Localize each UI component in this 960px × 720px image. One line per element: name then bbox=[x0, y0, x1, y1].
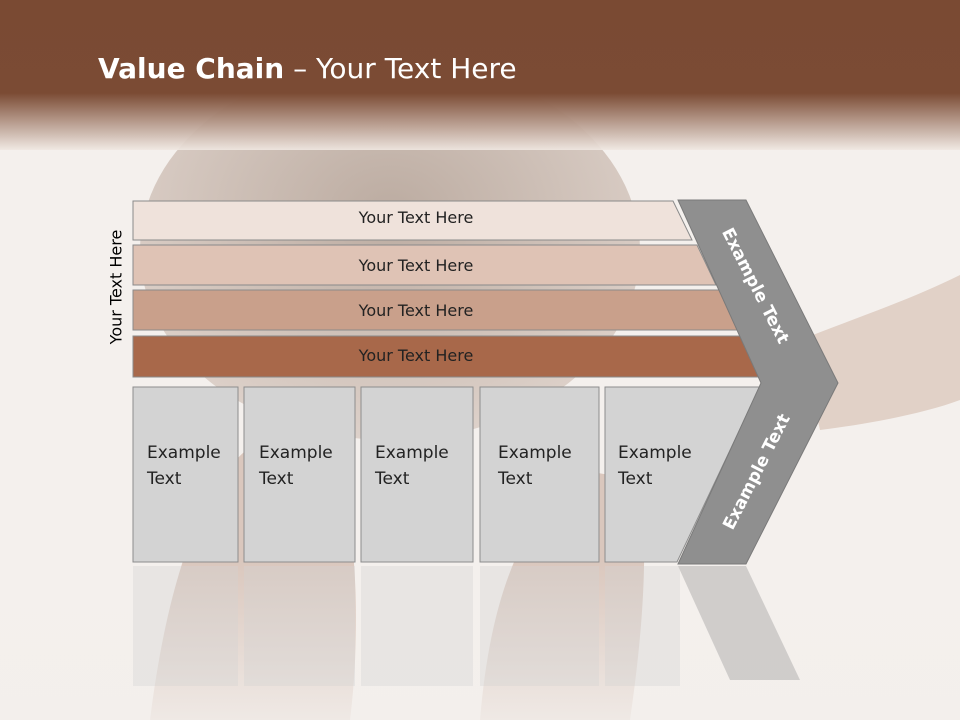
column-label-2: Example Text bbox=[259, 443, 333, 489]
bar-label-3: Your Text Here bbox=[358, 301, 474, 320]
page-title: Value Chain – Your Text Here bbox=[98, 52, 517, 85]
column-box-4 bbox=[479, 386, 600, 563]
chevron bbox=[677, 199, 839, 565]
title-bold: Value Chain bbox=[98, 52, 285, 85]
header-band bbox=[0, 0, 960, 150]
column-label-5: Example Text bbox=[618, 443, 692, 489]
column-label-3: Example Text bbox=[375, 443, 449, 489]
bar-label-4: Your Text Here bbox=[358, 346, 474, 365]
column-label-4: Example Text bbox=[498, 443, 572, 489]
title-rest: – Your Text Here bbox=[284, 52, 517, 85]
column-box-3 bbox=[360, 386, 474, 563]
bar-shape-1 bbox=[132, 200, 693, 241]
bar-label-1: Your Text Here bbox=[358, 208, 474, 227]
column-box-2 bbox=[243, 386, 356, 563]
column-box-5 bbox=[604, 386, 761, 563]
column-label-1: Example Text bbox=[147, 443, 221, 489]
column-box-1 bbox=[132, 386, 239, 563]
bar-label-2: Your Text Here bbox=[358, 256, 474, 275]
bar-shape-2 bbox=[132, 244, 717, 286]
